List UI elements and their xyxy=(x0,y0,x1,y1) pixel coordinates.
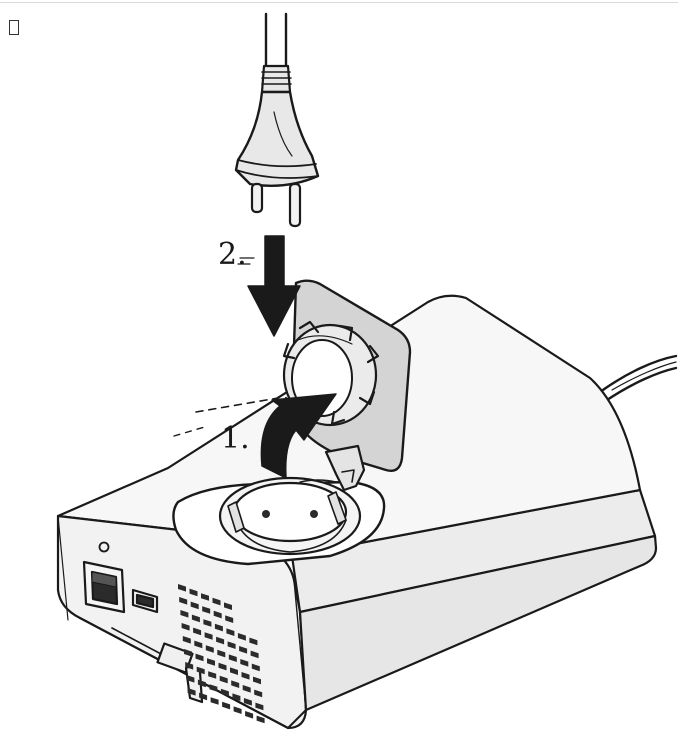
vent-slot xyxy=(190,601,199,610)
vent-slot xyxy=(225,615,234,623)
vent-slot xyxy=(217,649,226,658)
vent-slot xyxy=(185,662,194,670)
vent-slot xyxy=(220,688,229,697)
power-plug xyxy=(234,12,320,228)
vent-slot xyxy=(256,715,265,724)
vent-slot xyxy=(179,597,188,605)
vent-slot xyxy=(250,650,259,659)
front-panel xyxy=(82,541,265,724)
socket-recess xyxy=(172,476,386,566)
vent-slot xyxy=(194,640,203,649)
indicator-led xyxy=(98,541,110,553)
vent-slot xyxy=(191,614,200,623)
vent-slot xyxy=(189,588,198,597)
vent-slot xyxy=(233,706,242,714)
vent-slot xyxy=(239,646,248,654)
step-2-label: 2. xyxy=(218,237,247,272)
vent-slot xyxy=(216,636,225,645)
vent-slot xyxy=(181,623,190,631)
vent-slot xyxy=(249,637,258,646)
vent-slot xyxy=(195,653,204,662)
vent-slot xyxy=(224,602,232,610)
vent-slot xyxy=(187,688,196,696)
vent-slot xyxy=(186,675,195,683)
vent-slot xyxy=(243,698,252,706)
step-2-arrow xyxy=(237,235,301,337)
vent-slot xyxy=(227,641,236,649)
missing-glyph-icon xyxy=(9,20,19,35)
vent-slot xyxy=(193,627,202,636)
plug-pin-right xyxy=(288,182,302,228)
vent-slot xyxy=(218,662,227,671)
vent-slot xyxy=(237,633,246,641)
vent-slot xyxy=(230,667,238,675)
vent-slot xyxy=(204,632,213,640)
vent-slot xyxy=(203,619,212,627)
cover-hinge xyxy=(324,444,366,492)
vent-slot xyxy=(213,610,222,619)
vent-slot xyxy=(205,645,214,653)
vent-slot xyxy=(184,649,192,657)
vent-slot xyxy=(253,676,261,685)
vent-slot xyxy=(214,623,223,632)
vent-slot xyxy=(251,663,260,672)
mounting-clip xyxy=(156,642,194,674)
vent-slot xyxy=(242,685,251,693)
vent-slot xyxy=(210,697,219,705)
vent-slot xyxy=(208,671,217,679)
vent-slot xyxy=(209,684,218,692)
vent-slot xyxy=(254,689,263,698)
vent-slot xyxy=(255,702,264,711)
vent-slot xyxy=(178,584,186,592)
vent-slot xyxy=(219,675,228,684)
vent-slot xyxy=(180,610,189,618)
vent-slot xyxy=(228,654,237,662)
vent-slot xyxy=(226,628,235,636)
vent-slot xyxy=(182,636,191,644)
vent-slot xyxy=(241,672,250,680)
plug-pin-left xyxy=(250,182,264,214)
step-1-arrow xyxy=(173,393,337,479)
socket-cover[interactable] xyxy=(282,279,412,492)
vent-slot xyxy=(199,692,208,701)
vent-slot xyxy=(196,666,205,675)
vent-slot xyxy=(212,597,221,606)
vent-slot xyxy=(222,701,231,710)
vent-slot xyxy=(231,680,240,688)
vent-slot xyxy=(207,658,215,666)
vent-slot xyxy=(232,693,241,701)
vent-slot xyxy=(201,593,209,601)
ventilation-grille xyxy=(178,584,265,724)
vent-slot xyxy=(202,606,211,614)
vent-slot xyxy=(245,711,254,719)
top-divider xyxy=(0,2,678,3)
vent-slot xyxy=(197,679,206,688)
step-1-label: 1. xyxy=(221,421,250,456)
vent-slot xyxy=(240,659,249,667)
output-cable xyxy=(598,354,678,394)
